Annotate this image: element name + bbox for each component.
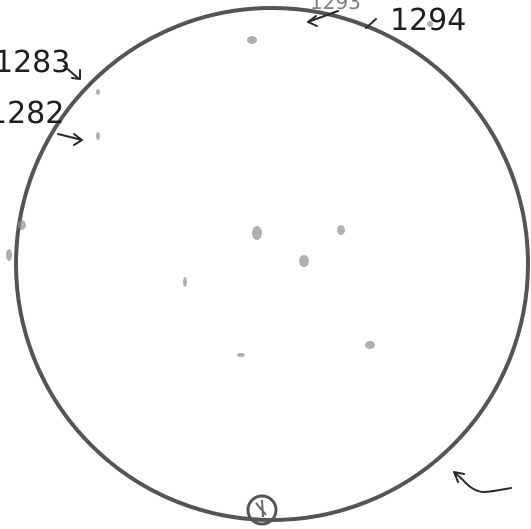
bottom-marker-circle — [246, 494, 278, 526]
star-mark — [365, 341, 375, 349]
star-mark — [96, 89, 100, 95]
star-mark — [96, 132, 100, 140]
star-mark — [427, 21, 433, 27]
arrow-1294 — [365, 18, 377, 29]
arrow-1283 — [63, 65, 81, 80]
star-mark — [237, 353, 245, 357]
label-1283: 1283 — [0, 45, 70, 80]
star-mark — [18, 220, 26, 230]
label-1293: 1293 — [310, 0, 361, 14]
star-mark — [299, 255, 309, 267]
field-circle — [14, 6, 530, 522]
arrow-lower-right — [453, 471, 512, 493]
star-mark — [337, 225, 345, 235]
arrow-1282 — [57, 133, 83, 146]
star-mark — [6, 249, 12, 261]
star-mark — [252, 226, 262, 240]
star-mark — [247, 36, 257, 44]
arrow-1293 — [307, 10, 339, 27]
pencil-star-marks — [6, 21, 433, 357]
label-1282: 1282 — [0, 96, 64, 131]
star-mark — [183, 277, 187, 287]
label-1294: 1294 — [390, 3, 466, 38]
bottom-marker-mark — [255, 499, 267, 518]
